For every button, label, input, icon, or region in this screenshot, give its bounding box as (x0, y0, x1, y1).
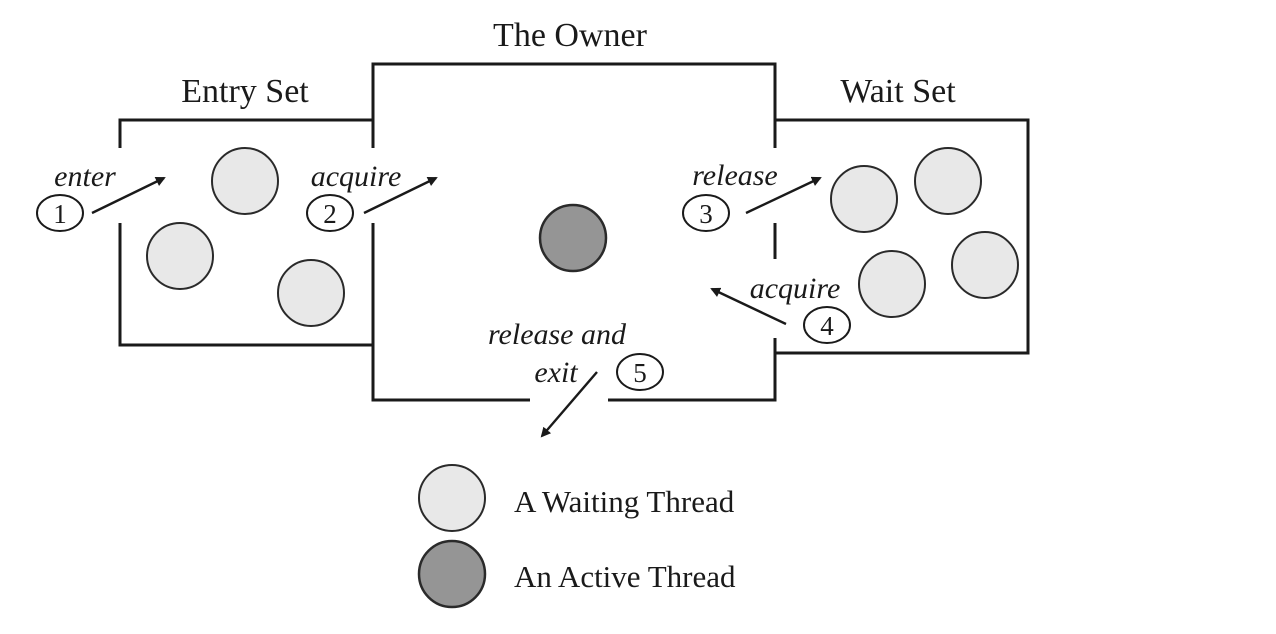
reacquire-arrow (710, 287, 787, 326)
enter-arrow (91, 176, 166, 215)
step-1-number: 1 (53, 199, 67, 229)
waiting-thread (277, 259, 345, 327)
step-2-badge (306, 194, 354, 232)
step-5-label-line1: release and (488, 318, 627, 351)
wait-set-box (775, 118, 1030, 355)
wait-set-title: Wait Set (840, 73, 956, 110)
step-3-badge (682, 194, 730, 232)
owner-title: The Owner (493, 17, 648, 54)
active-thread-swatch (417, 539, 487, 609)
step-5-label-line2: exit (534, 356, 578, 389)
step-2-number: 2 (323, 199, 337, 229)
step-3-number: 3 (699, 199, 713, 229)
step-release: release 3 (682, 159, 822, 232)
step-acquire-wait: acquire 4 (710, 272, 851, 344)
acquire-arrow (363, 176, 438, 215)
step-4-badge (803, 306, 851, 344)
step-2-label: acquire (311, 160, 402, 193)
waiting-thread (211, 147, 279, 215)
legend-item-waiting: A Waiting Thread (418, 464, 735, 532)
legend: A Waiting Thread An Active Thread (417, 464, 736, 609)
legend-item-active: An Active Thread (417, 539, 736, 609)
waiting-thread (951, 231, 1019, 299)
waiting-thread (146, 222, 214, 290)
active-thread (538, 203, 608, 273)
legend-waiting-label: A Waiting Thread (514, 484, 735, 519)
step-enter: enter 1 (36, 160, 166, 232)
owner-box (371, 62, 777, 402)
waiting-thread (914, 147, 982, 215)
entry-set-title: Entry Set (181, 73, 309, 110)
entry-set-box (118, 118, 373, 347)
step-5-number: 5 (633, 358, 647, 388)
step-acquire-owner: acquire 2 (306, 160, 438, 232)
exit-arrow (540, 371, 598, 438)
waiting-thread-swatch (418, 464, 486, 532)
step-1-badge (36, 194, 84, 232)
step-3-label: release (692, 159, 778, 192)
step-4-number: 4 (820, 311, 834, 341)
waiting-thread (858, 250, 926, 318)
release-arrow (745, 176, 822, 215)
step-1-label: enter (54, 160, 116, 193)
waiting-thread (830, 165, 898, 233)
step-4-label: acquire (750, 272, 841, 305)
legend-active-label: An Active Thread (514, 559, 736, 594)
step-5-badge (616, 353, 664, 391)
step-release-exit: release and exit 5 (488, 318, 664, 438)
